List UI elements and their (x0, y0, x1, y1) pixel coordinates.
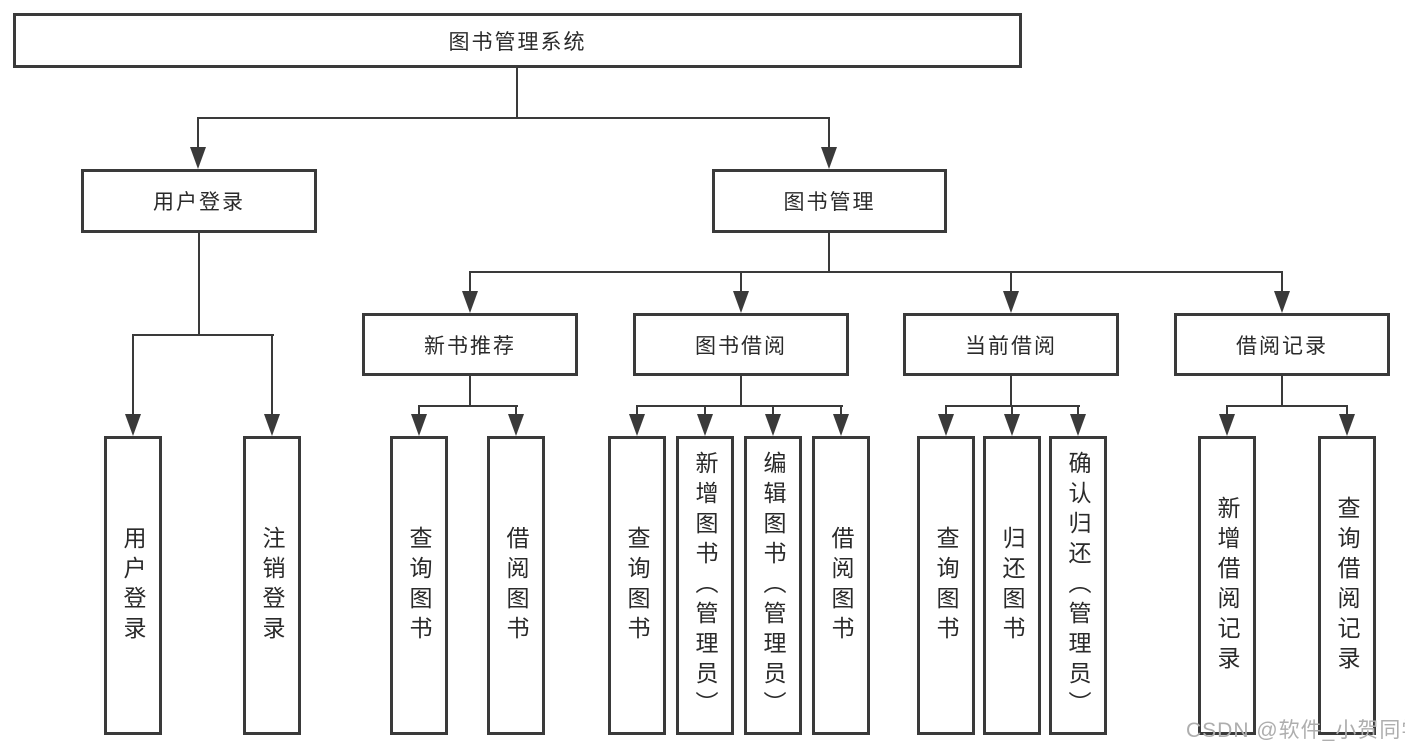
node-new-book-recommend-label: 新书推荐 (424, 334, 516, 358)
leaf-return-books: 归还图书 (983, 436, 1041, 735)
connector-borrowing-stem (740, 376, 742, 407)
leaf-borrow-books-2: 借阅图书 (812, 436, 870, 735)
arrow-to-leaf-add-books-admin (697, 414, 713, 436)
connector-current-bar (946, 405, 1080, 407)
arrow-to-leaf-query-borrow-record (1339, 414, 1355, 436)
connector-records-stem (1281, 376, 1283, 407)
leaf-edit-books-admin: 编辑图书（管理员） (744, 436, 802, 735)
leaf-user-login: 用户登录 (104, 436, 162, 735)
leaf-query-books-2: 查询图书 (608, 436, 666, 735)
arrow-to-borrowing-records (1274, 291, 1290, 313)
connector-current-stem (1010, 376, 1012, 407)
connector-current-arm-3 (1077, 405, 1079, 416)
connector-bookmgmt-bar (470, 271, 1283, 273)
arrow-to-leaf-logout (264, 414, 280, 436)
arrow-to-new-book-recommend (462, 291, 478, 313)
connector-login-arm-1 (132, 334, 134, 416)
watermark: CSDN @软件_小贺同学 (1186, 719, 1405, 742)
leaf-borrow-books-1: 借阅图书 (487, 436, 545, 735)
leaf-user-login-label: 用户登录 (120, 525, 146, 646)
leaf-borrow-books-1-label: 借阅图书 (503, 525, 529, 646)
leaf-query-books-3: 查询图书 (917, 436, 975, 735)
node-user-login: 用户登录 (81, 169, 317, 233)
arrow-to-leaf-edit-books-admin (765, 414, 781, 436)
connector-login-arm-2 (271, 334, 273, 416)
leaf-add-books-admin: 新增图书（管理员） (676, 436, 734, 735)
connector-root-arm-right (828, 117, 830, 149)
connector-borrowing-arm-2 (704, 405, 706, 416)
arrow-to-leaf-query-books-2 (629, 414, 645, 436)
connector-root-stem (516, 67, 518, 119)
leaf-query-books-2-label: 查询图书 (624, 525, 650, 646)
connector-bookmgmt-arm-3 (1010, 271, 1012, 293)
connector-newbook-bar (419, 405, 518, 407)
node-current-borrowing-label: 当前借阅 (965, 334, 1057, 358)
connector-records-arm-1 (1226, 405, 1228, 416)
connector-bookmgmt-arm-2 (740, 271, 742, 293)
connector-bookmgmt-arm-1 (469, 271, 471, 293)
connector-borrowing-arm-4 (840, 405, 842, 416)
node-book-management-label: 图书管理 (783, 191, 876, 214)
leaf-add-borrow-record-label: 新增借阅记录 (1214, 495, 1240, 676)
leaf-confirm-return-admin: 确认归还（管理员） (1049, 436, 1107, 735)
leaf-logout-label: 注销登录 (259, 525, 285, 646)
leaf-edit-books-admin-label: 编辑图书（管理员） (760, 450, 786, 721)
connector-borrowing-arm-1 (636, 405, 638, 416)
node-book-borrowing-label: 图书借阅 (695, 334, 787, 358)
connector-borrowing-bar (637, 405, 843, 407)
arrow-to-leaf-borrow-books-1 (508, 414, 524, 436)
node-current-borrowing: 当前借阅 (903, 313, 1119, 376)
connector-login-stem (198, 233, 200, 336)
connector-login-bar (132, 334, 274, 336)
leaf-add-borrow-record: 新增借阅记录 (1198, 436, 1256, 735)
connector-bookmgmt-arm-4 (1281, 271, 1283, 293)
leaf-borrow-books-2-label: 借阅图书 (828, 525, 854, 646)
leaf-confirm-return-admin-label: 确认归还（管理员） (1065, 450, 1091, 721)
arrow-to-leaf-user-login (125, 414, 141, 436)
leaf-query-borrow-record: 查询借阅记录 (1318, 436, 1376, 735)
leaf-query-borrow-record-label: 查询借阅记录 (1334, 495, 1360, 676)
leaf-return-books-label: 归还图书 (999, 525, 1025, 646)
node-borrowing-records: 借阅记录 (1174, 313, 1390, 376)
arrow-to-leaf-borrow-books-2 (833, 414, 849, 436)
arrow-to-leaf-query-books-3 (938, 414, 954, 436)
leaf-logout: 注销登录 (243, 436, 301, 735)
connector-newbook-arm-2 (515, 405, 517, 416)
arrow-to-leaf-return-books (1004, 414, 1020, 436)
connector-newbook-arm-1 (418, 405, 420, 416)
connector-bookmgmt-stem (828, 233, 830, 273)
connector-current-arm-1 (945, 405, 947, 416)
arrow-to-book-borrowing (733, 291, 749, 313)
node-borrowing-records-label: 借阅记录 (1236, 334, 1328, 358)
node-new-book-recommend: 新书推荐 (362, 313, 578, 376)
leaf-add-books-admin-label: 新增图书（管理员） (692, 450, 718, 721)
connector-newbook-stem (469, 376, 471, 407)
node-book-borrowing: 图书借阅 (633, 313, 849, 376)
leaf-query-books-1: 查询图书 (390, 436, 448, 735)
node-root-label: 图书管理系统 (448, 30, 587, 54)
leaf-query-books-1-label: 查询图书 (406, 525, 432, 646)
arrow-to-book-management (821, 147, 837, 169)
node-root: 图书管理系统 (13, 13, 1022, 68)
node-book-management: 图书管理 (712, 169, 947, 233)
arrow-to-leaf-confirm-return (1070, 414, 1086, 436)
connector-root-bar (198, 117, 830, 119)
arrow-to-leaf-add-borrow-record (1219, 414, 1235, 436)
leaf-query-books-3-label: 查询图书 (933, 525, 959, 646)
arrow-to-leaf-query-books-1 (411, 414, 427, 436)
connector-records-bar (1227, 405, 1347, 407)
connector-current-arm-2 (1011, 405, 1013, 416)
connector-records-arm-2 (1346, 405, 1348, 416)
arrow-to-user-login (190, 147, 206, 169)
connector-borrowing-arm-3 (772, 405, 774, 416)
connector-root-arm-left (197, 117, 199, 149)
node-user-login-label: 用户登录 (153, 191, 245, 214)
arrow-to-current-borrowing (1003, 291, 1019, 313)
